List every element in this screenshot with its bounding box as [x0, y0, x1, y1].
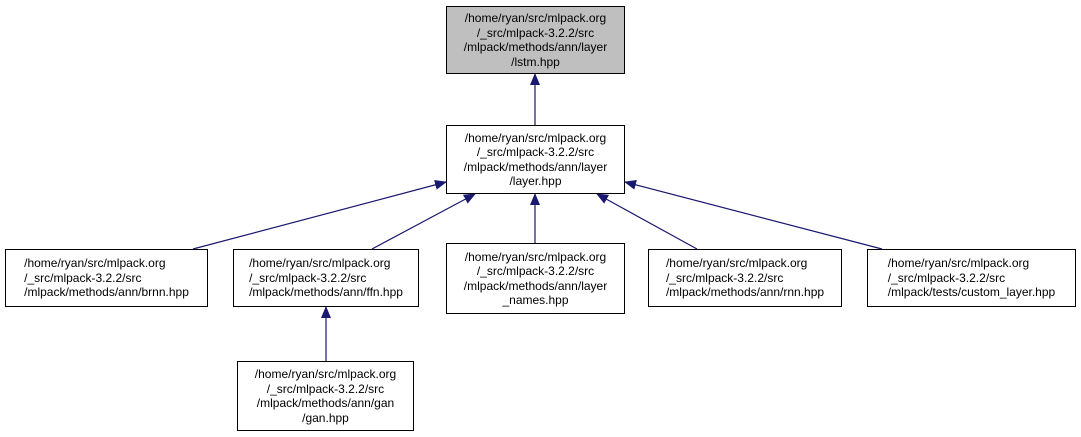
- edge-custom-layer-to-layer: [624, 179, 883, 250]
- edge-rnn-to-layer: [596, 193, 698, 250]
- node-label: /home/ryan/src/mlpack.org /_src/mlpack-3…: [665, 256, 825, 300]
- node-gan-hpp[interactable]: /home/ryan/src/mlpack.org /_src/mlpack-3…: [237, 361, 414, 431]
- node-ffn-hpp[interactable]: /home/ryan/src/mlpack.org /_src/mlpack-3…: [233, 249, 419, 307]
- node-rnn-hpp[interactable]: /home/ryan/src/mlpack.org /_src/mlpack-3…: [648, 249, 842, 307]
- node-brnn-hpp[interactable]: /home/ryan/src/mlpack.org /_src/mlpack-3…: [5, 249, 208, 307]
- node-label: /home/ryan/src/mlpack.org /_src/mlpack-3…: [463, 11, 608, 69]
- node-label: /home/ryan/src/mlpack.org /_src/mlpack-3…: [24, 256, 189, 300]
- edge-ffn-to-layer: [371, 193, 476, 250]
- edge-brnn-to-layer: [192, 179, 447, 250]
- node-lstm-hpp[interactable]: /home/ryan/src/mlpack.org /_src/mlpack-3…: [446, 6, 625, 74]
- node-label: /home/ryan/src/mlpack.org /_src/mlpack-3…: [254, 367, 397, 425]
- edges: [192, 73, 883, 361]
- node-label: /home/ryan/src/mlpack.org /_src/mlpack-3…: [463, 130, 608, 189]
- node-label: /home/ryan/src/mlpack.org /_src/mlpack-3…: [249, 256, 403, 300]
- node-layer-hpp[interactable]: /home/ryan/src/mlpack.org /_src/mlpack-3…: [446, 125, 625, 194]
- node-label: /home/ryan/src/mlpack.org /_src/mlpack-3…: [463, 249, 608, 308]
- node-layer-names-hpp[interactable]: /home/ryan/src/mlpack.org /_src/mlpack-3…: [446, 243, 625, 314]
- node-custom-layer-hpp[interactable]: /home/ryan/src/mlpack.org /_src/mlpack-3…: [867, 249, 1076, 307]
- node-label: /home/ryan/src/mlpack.org /_src/mlpack-3…: [887, 256, 1056, 300]
